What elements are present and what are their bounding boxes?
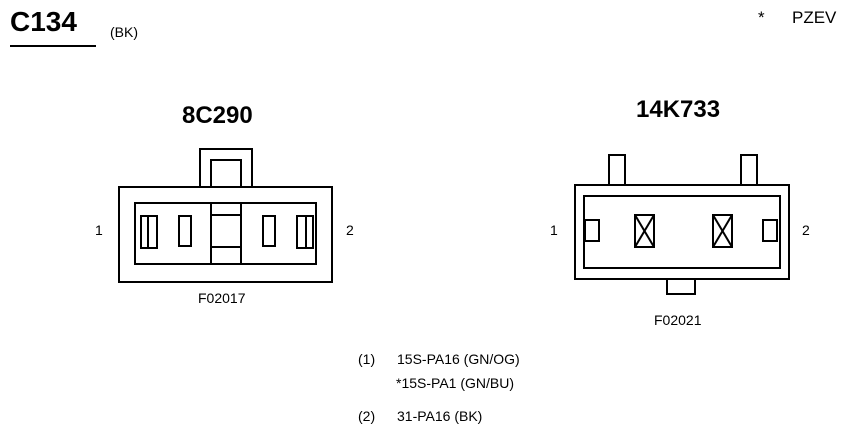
connector-2-latch-left [584,219,600,242]
connector-2-latch-right [762,219,778,242]
connector-1-part-number: 8C290 [182,102,253,129]
connector-1-cavity [134,202,317,265]
title-underline [10,45,96,47]
connector-2-tab-left [608,154,626,187]
connector-2-key [666,277,696,295]
connector-color: (BK) [110,24,138,40]
connector-1-figure-code: F02017 [198,290,246,306]
connector-2-part-number: 14K733 [636,96,721,123]
connector-1-pin-left: 1 [95,222,103,238]
connector-2-pin-left: 1 [550,222,558,238]
connector-1-terminal-1b [178,215,192,247]
connector-2-face [574,154,790,295]
legend-marker: * [758,8,765,27]
connector-2-cavity [583,195,781,269]
connector-1-terminal-2b [262,215,276,247]
connector-1-face [118,148,333,283]
pin-1-circuit-1: 15S-PA16 (GN/OG) [397,351,520,367]
connector-2-figure-code: F02021 [654,312,702,328]
connector-2-tab-right [740,154,758,187]
pin-1-number: (1) [358,351,376,367]
connector-1-pin-right: 2 [346,222,354,238]
connector-2-pin-right: 2 [802,222,810,238]
pin-2-number: (2) [358,408,376,424]
pin-2-circuit-1: 31-PA16 (BK) [397,408,483,424]
connector-1-latch-inner [210,159,242,189]
legend-text: PZEV [792,8,837,27]
connector-id: C134 [10,6,77,37]
pin-1-circuit-2: *15S-PA1 (GN/BU) [396,375,514,391]
